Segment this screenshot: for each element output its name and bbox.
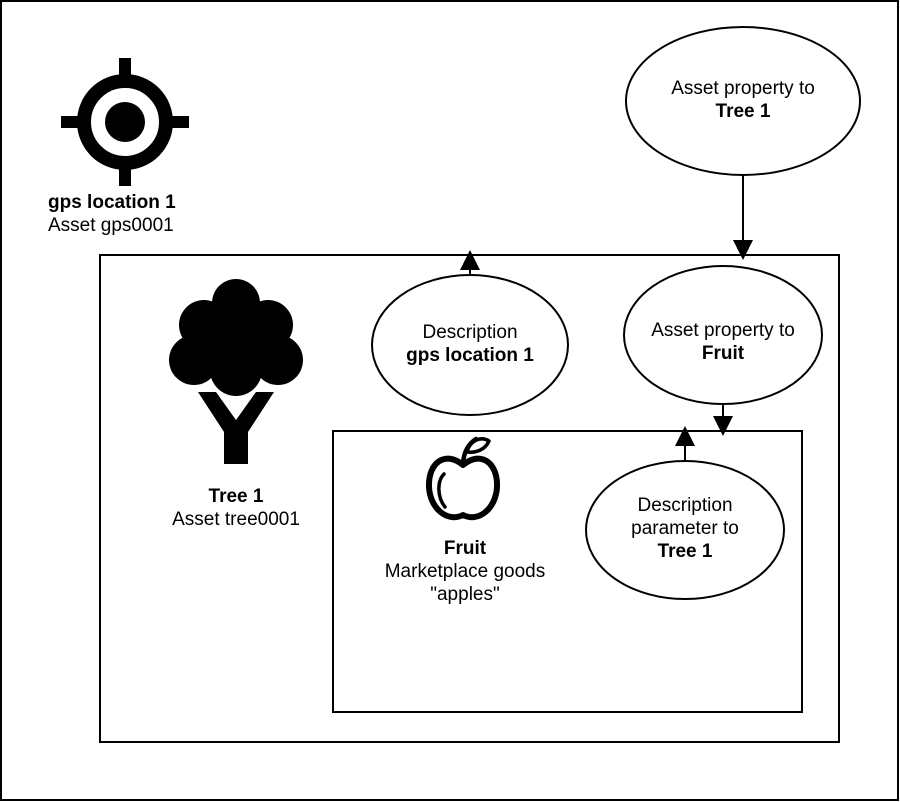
crosshair-target-icon [61, 58, 189, 186]
ellipse-description-gps-label: Description gps location 1 [380, 321, 560, 367]
tree-node-subtitle: Asset tree0001 [172, 509, 300, 530]
tree-icon [169, 279, 303, 464]
ellipse-asset-property-fruit-label: Asset property to Fruit [628, 319, 818, 365]
fruit-node-title: Fruit [443, 538, 487, 559]
gps-node-label: gps location 1 Asset gps0001 [48, 191, 238, 237]
fruit-container-box[interactable] [332, 430, 803, 713]
ellipse-description-param-tree-line2: parameter to [631, 518, 739, 539]
gps-node-title: gps location 1 [48, 192, 176, 213]
ellipse-description-param-tree-line3: Tree 1 [657, 541, 713, 562]
ellipse-asset-property-fruit-line1: Asset property to [651, 320, 795, 341]
tree-node-label: Tree 1 Asset tree0001 [146, 485, 326, 531]
tree-node-title: Tree 1 [208, 486, 264, 507]
fruit-node-value: "apples" [430, 584, 500, 605]
ellipse-description-gps-line2: gps location 1 [406, 345, 534, 366]
ellipse-asset-property-fruit-line2: Fruit [701, 343, 745, 364]
ellipse-asset-property-tree-line1: Asset property to [671, 78, 815, 99]
ellipse-description-param-tree-label: Description parameter to Tree 1 [595, 494, 775, 563]
apple-icon [425, 436, 501, 520]
gps-node-subtitle: Asset gps0001 [48, 215, 174, 236]
ellipse-description-gps-line1: Description [422, 322, 518, 343]
fruit-node-subtitle: Marketplace goods [384, 561, 546, 582]
ellipse-asset-property-tree-line2: Tree 1 [715, 101, 771, 122]
fruit-node-label: Fruit Marketplace goods "apples" [355, 537, 575, 606]
ellipse-description-param-tree-line1: Description [637, 495, 733, 516]
ellipse-asset-property-tree-label: Asset property to Tree 1 [643, 77, 843, 123]
